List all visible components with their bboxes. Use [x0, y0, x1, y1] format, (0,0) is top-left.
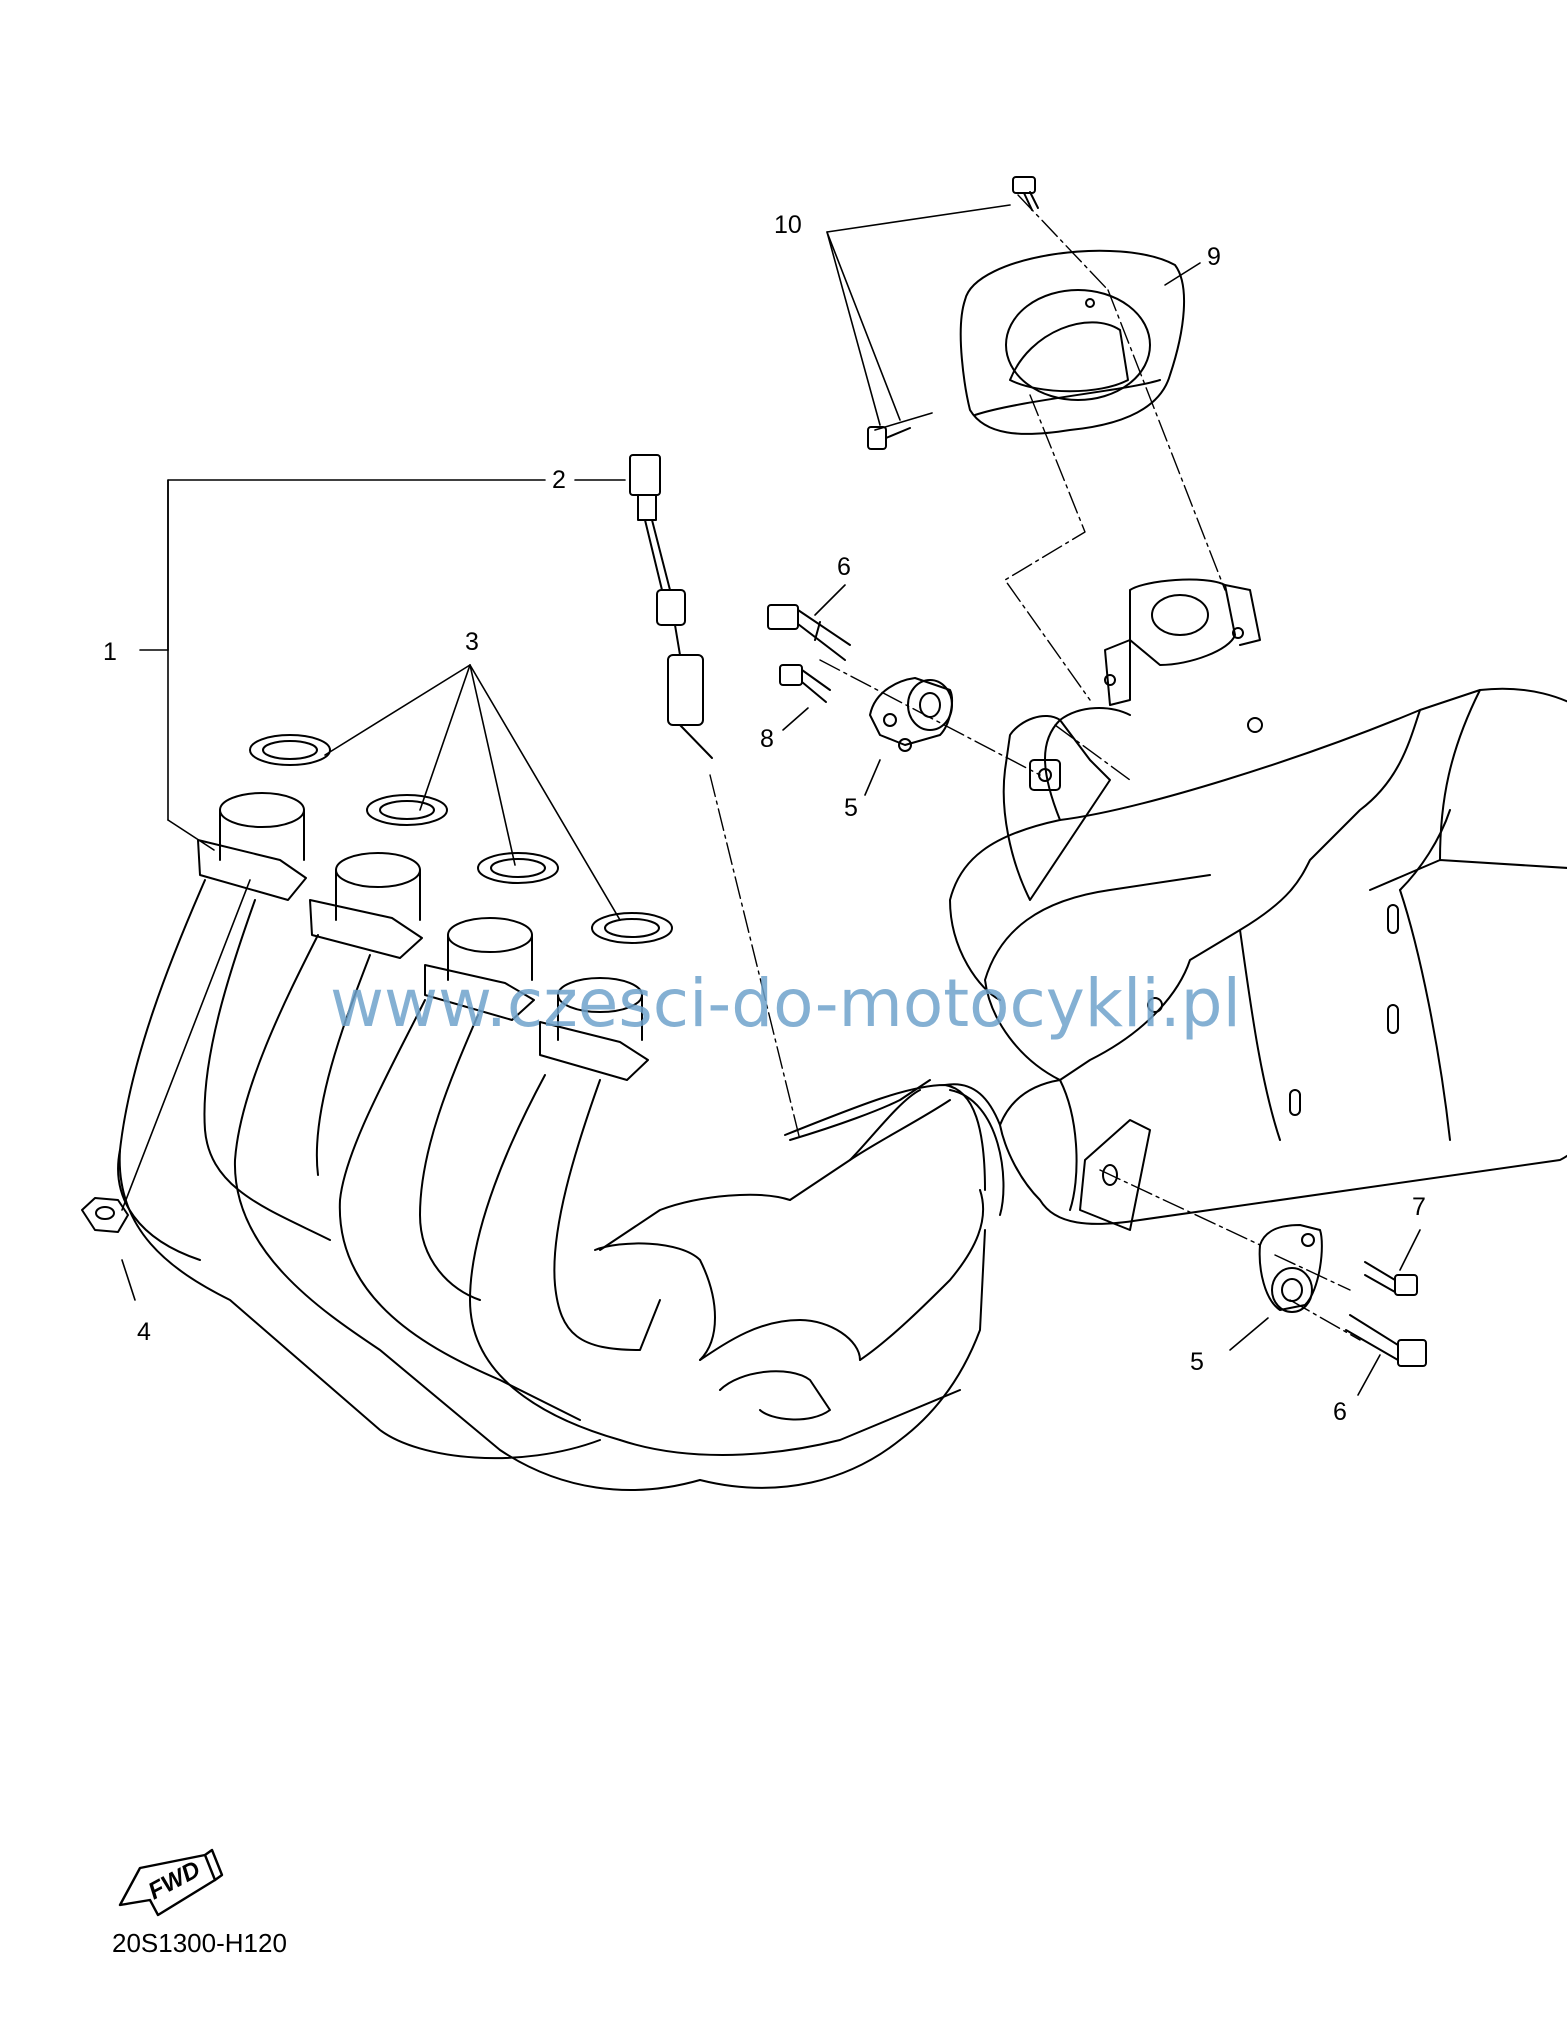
- muffler-body: [949, 578, 1567, 1231]
- callout-5-lower: 5: [1190, 1348, 1204, 1376]
- bolt-part-7: [1364, 1261, 1418, 1296]
- fwd-arrow-icon: [118, 1848, 224, 1917]
- callout-6-upper: 6: [837, 553, 851, 581]
- callout-7: 7: [1412, 1193, 1426, 1221]
- callout-6-lower: 6: [1333, 1398, 1347, 1426]
- bolt-part-8: [779, 664, 831, 703]
- callout-2: 2: [552, 466, 566, 494]
- nut-part-4: [81, 1197, 129, 1233]
- bolt-part-6-upper: [767, 604, 851, 661]
- callout-5-upper: 5: [844, 794, 858, 822]
- diagram-code: 20S1300-H120: [112, 1928, 287, 1958]
- muffler-cover-part-9: [959, 249, 1185, 435]
- oxygen-sensor-part-2: [629, 454, 713, 759]
- bolt-part-6-lower: [1345, 1314, 1427, 1367]
- gasket-part-3: [249, 734, 673, 944]
- fwd-label: FWD: [144, 1856, 205, 1905]
- callout-10: 10: [774, 211, 802, 239]
- callout-1: 1: [103, 638, 117, 666]
- callout-9: 9: [1207, 243, 1221, 271]
- callout-8: 8: [760, 725, 774, 753]
- screw-part-10: [867, 176, 1039, 450]
- watermark-url: www.czesci-do-motocykli.pl: [330, 965, 1241, 1042]
- exhaust-pipe-assembly-part-1: [117, 792, 1005, 1491]
- damper-part-5-upper: [869, 677, 953, 752]
- callout-3: 3: [465, 628, 479, 656]
- callout-4: 4: [137, 1318, 151, 1346]
- damper-part-5-lower: [1258, 1224, 1323, 1313]
- leader-lines: [121, 204, 1421, 1396]
